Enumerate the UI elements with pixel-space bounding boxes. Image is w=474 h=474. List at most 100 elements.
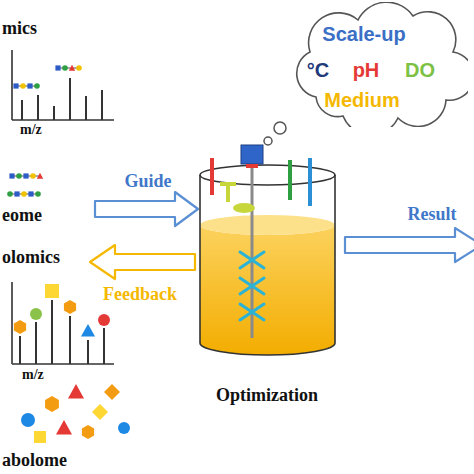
bioreactor-outline-part — [200, 215, 335, 235]
metabolite-symbols-part — [45, 284, 59, 298]
glycan-symbols-part-part — [27, 83, 32, 88]
mass-spectrum — [12, 50, 114, 120]
metabolite-symbols-part — [68, 384, 84, 398]
mass-spectrum-part — [12, 363, 114, 365]
parameter-label: pH — [353, 59, 380, 82]
mass-spectrum-part — [53, 106, 55, 120]
glycan-symbols-part-part — [16, 86, 37, 87]
mass-spectrum-part — [51, 300, 53, 364]
mass-spectrum-part — [85, 96, 87, 120]
mass-spectrum-part — [11, 282, 13, 364]
glycan-symbols-part-part — [62, 65, 68, 71]
metabolite-symbols-part — [81, 324, 95, 337]
thought-bubbles-part — [274, 122, 286, 134]
omics-heading: eome — [2, 205, 42, 226]
metabolite-symbols-part — [30, 308, 42, 320]
omics-heading: abolome — [2, 450, 67, 471]
mass-spectrum-part — [87, 340, 89, 364]
bioreactor-outline-part — [233, 203, 255, 213]
metabolite-symbols — [14, 284, 130, 443]
metabolite-symbols-part — [104, 384, 120, 400]
glycan-symbols-part-part — [14, 191, 19, 196]
mass-spectrum-part — [37, 95, 39, 120]
glycan-symbols-part-part — [23, 173, 28, 178]
feedback-arrow — [90, 245, 195, 279]
glycan-symbols-part-part — [9, 173, 14, 178]
metabolite-symbols-part — [98, 314, 110, 326]
metabolite-symbols-part — [45, 396, 59, 412]
arrow-label: Guide — [124, 171, 171, 192]
omics-heading: mics — [2, 18, 37, 39]
bioreactor-outline-part — [200, 165, 335, 185]
bioreactor-outline-part — [246, 164, 258, 168]
thought-cloud-outline-part — [297, 2, 468, 127]
bioreactor-outline-part — [200, 175, 335, 355]
glycan-symbols-part-part — [55, 65, 60, 70]
glycan-symbols-part — [9, 173, 43, 179]
feedback-arrow-part — [90, 245, 195, 279]
bioreactor-outline-part — [210, 158, 214, 195]
metabolite-symbols-part — [56, 420, 72, 434]
bioreactor-outline-part — [200, 225, 335, 355]
thought-bubbles — [264, 122, 286, 145]
mass-spectrum-part — [21, 100, 23, 120]
glycan-symbols-part-part — [30, 173, 36, 179]
glycan-symbols-part — [7, 191, 41, 197]
mass-spectrum-part — [12, 119, 114, 121]
reactor-caption: Optimization — [216, 385, 318, 406]
guide-arrow — [95, 192, 198, 226]
metabolite-symbols-part — [92, 404, 108, 420]
glycan-symbols-part-part — [76, 65, 82, 71]
glycan-symbols-part-part — [21, 191, 27, 197]
bioreactor-outline-part — [288, 160, 292, 200]
arrow-label: Feedback — [103, 284, 177, 305]
glycan-symbols-part-part — [13, 83, 18, 88]
bioreactor-outline-part — [240, 252, 264, 320]
parameter-label: Medium — [324, 89, 400, 112]
bioreactor-outline — [192, 140, 342, 360]
parameter-label: °C — [307, 59, 329, 82]
mass-spectrum — [12, 282, 114, 364]
axis-label: m/z — [20, 122, 42, 138]
glycan-symbols-part-part — [16, 173, 22, 179]
parameter-label: DO — [405, 59, 435, 82]
metabolite-symbols-part — [64, 300, 76, 314]
result-arrow-part — [345, 228, 474, 262]
bioreactor-outline-part — [308, 158, 312, 206]
result-arrow — [345, 228, 474, 262]
arrow-label: Result — [408, 204, 457, 225]
axis-label: m/z — [22, 367, 44, 383]
bioreactor: Optimization — [192, 140, 342, 410]
mass-spectrum-part — [103, 328, 105, 364]
mass-spectrum-part — [11, 50, 13, 120]
glycan-symbols-part-part — [37, 173, 43, 179]
metabolite-symbols-part — [21, 413, 35, 427]
glycan-symbols — [7, 65, 82, 197]
glycan-symbols-part-part — [7, 191, 13, 197]
metabolite-symbols-part — [82, 425, 94, 439]
bioreactor-outline-part — [226, 184, 230, 202]
guide-arrow-part — [95, 192, 198, 226]
metabolite-symbols-part — [14, 320, 26, 334]
bioreactor-outline-part — [220, 182, 236, 186]
glycan-symbols-part — [55, 65, 81, 71]
mass-spectrum-part — [101, 90, 103, 120]
omics-heading: olomics — [2, 247, 60, 268]
glycan-symbols-part-part — [58, 68, 79, 69]
glycan-symbols-part-part — [20, 83, 26, 89]
mass-spectrum-part — [35, 322, 37, 364]
mass-spectrum-part — [69, 78, 71, 120]
glycan-symbols-part-part — [69, 65, 75, 71]
parameter-label: Scale-up — [322, 23, 405, 46]
glycan-symbols-part — [13, 83, 39, 89]
metabolite-symbols-part — [34, 431, 46, 443]
metabolite-symbols-part — [118, 422, 130, 434]
bioreactor-outline-part — [241, 145, 263, 164]
mass-spectrum-part — [69, 316, 71, 364]
mass-spectrum-part — [19, 336, 21, 364]
thought-cloud: Scale-up °C pH DOMedium — [288, 2, 468, 127]
glycan-symbols-part-part — [34, 83, 40, 89]
glycan-symbols-part-part — [28, 191, 33, 196]
glycan-symbols-part-part — [35, 191, 41, 197]
